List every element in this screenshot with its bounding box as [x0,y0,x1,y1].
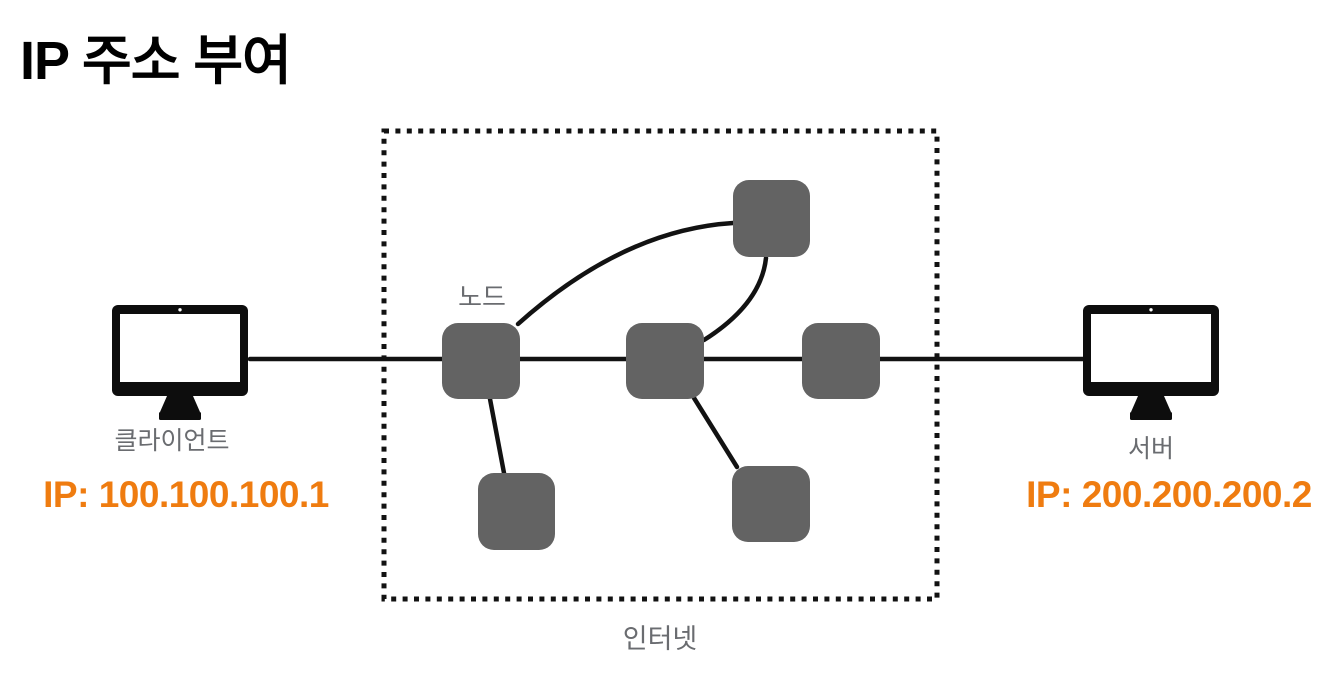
internet-node-bottom-right [732,466,810,542]
link-node-top-to-node-middle [701,255,769,343]
internet-node-bottom-left [478,473,555,550]
link-node-left-to-node-bottom-left [487,396,507,476]
page-title: IP 주소 부여 [20,31,292,91]
server-computer-icon [1083,305,1219,420]
client-label: 클라이언트 [114,427,230,455]
internet-node-left [442,323,520,399]
client-computer-icon [112,305,248,420]
internet-node-top [733,180,810,257]
internet-label: 인터넷 [622,624,698,654]
internet-boundary-box [381,128,940,602]
link-client-to-server [247,356,1087,362]
client-ip-address: IP: 100.100.100.1 [43,474,329,515]
desktop-monitor-icon [112,305,248,420]
server-ip-address: IP: 200.200.200.2 [1026,474,1312,515]
desktop-monitor-icon [1083,305,1219,420]
internet-node-right [802,323,880,399]
server-label: 서버 [1127,435,1174,463]
node-annotation-label: 노드 [458,282,506,312]
link-node-left-to-node-top [515,220,736,327]
link-node-middle-to-node-bottom-right [691,395,740,470]
internet-node-middle [626,323,704,399]
